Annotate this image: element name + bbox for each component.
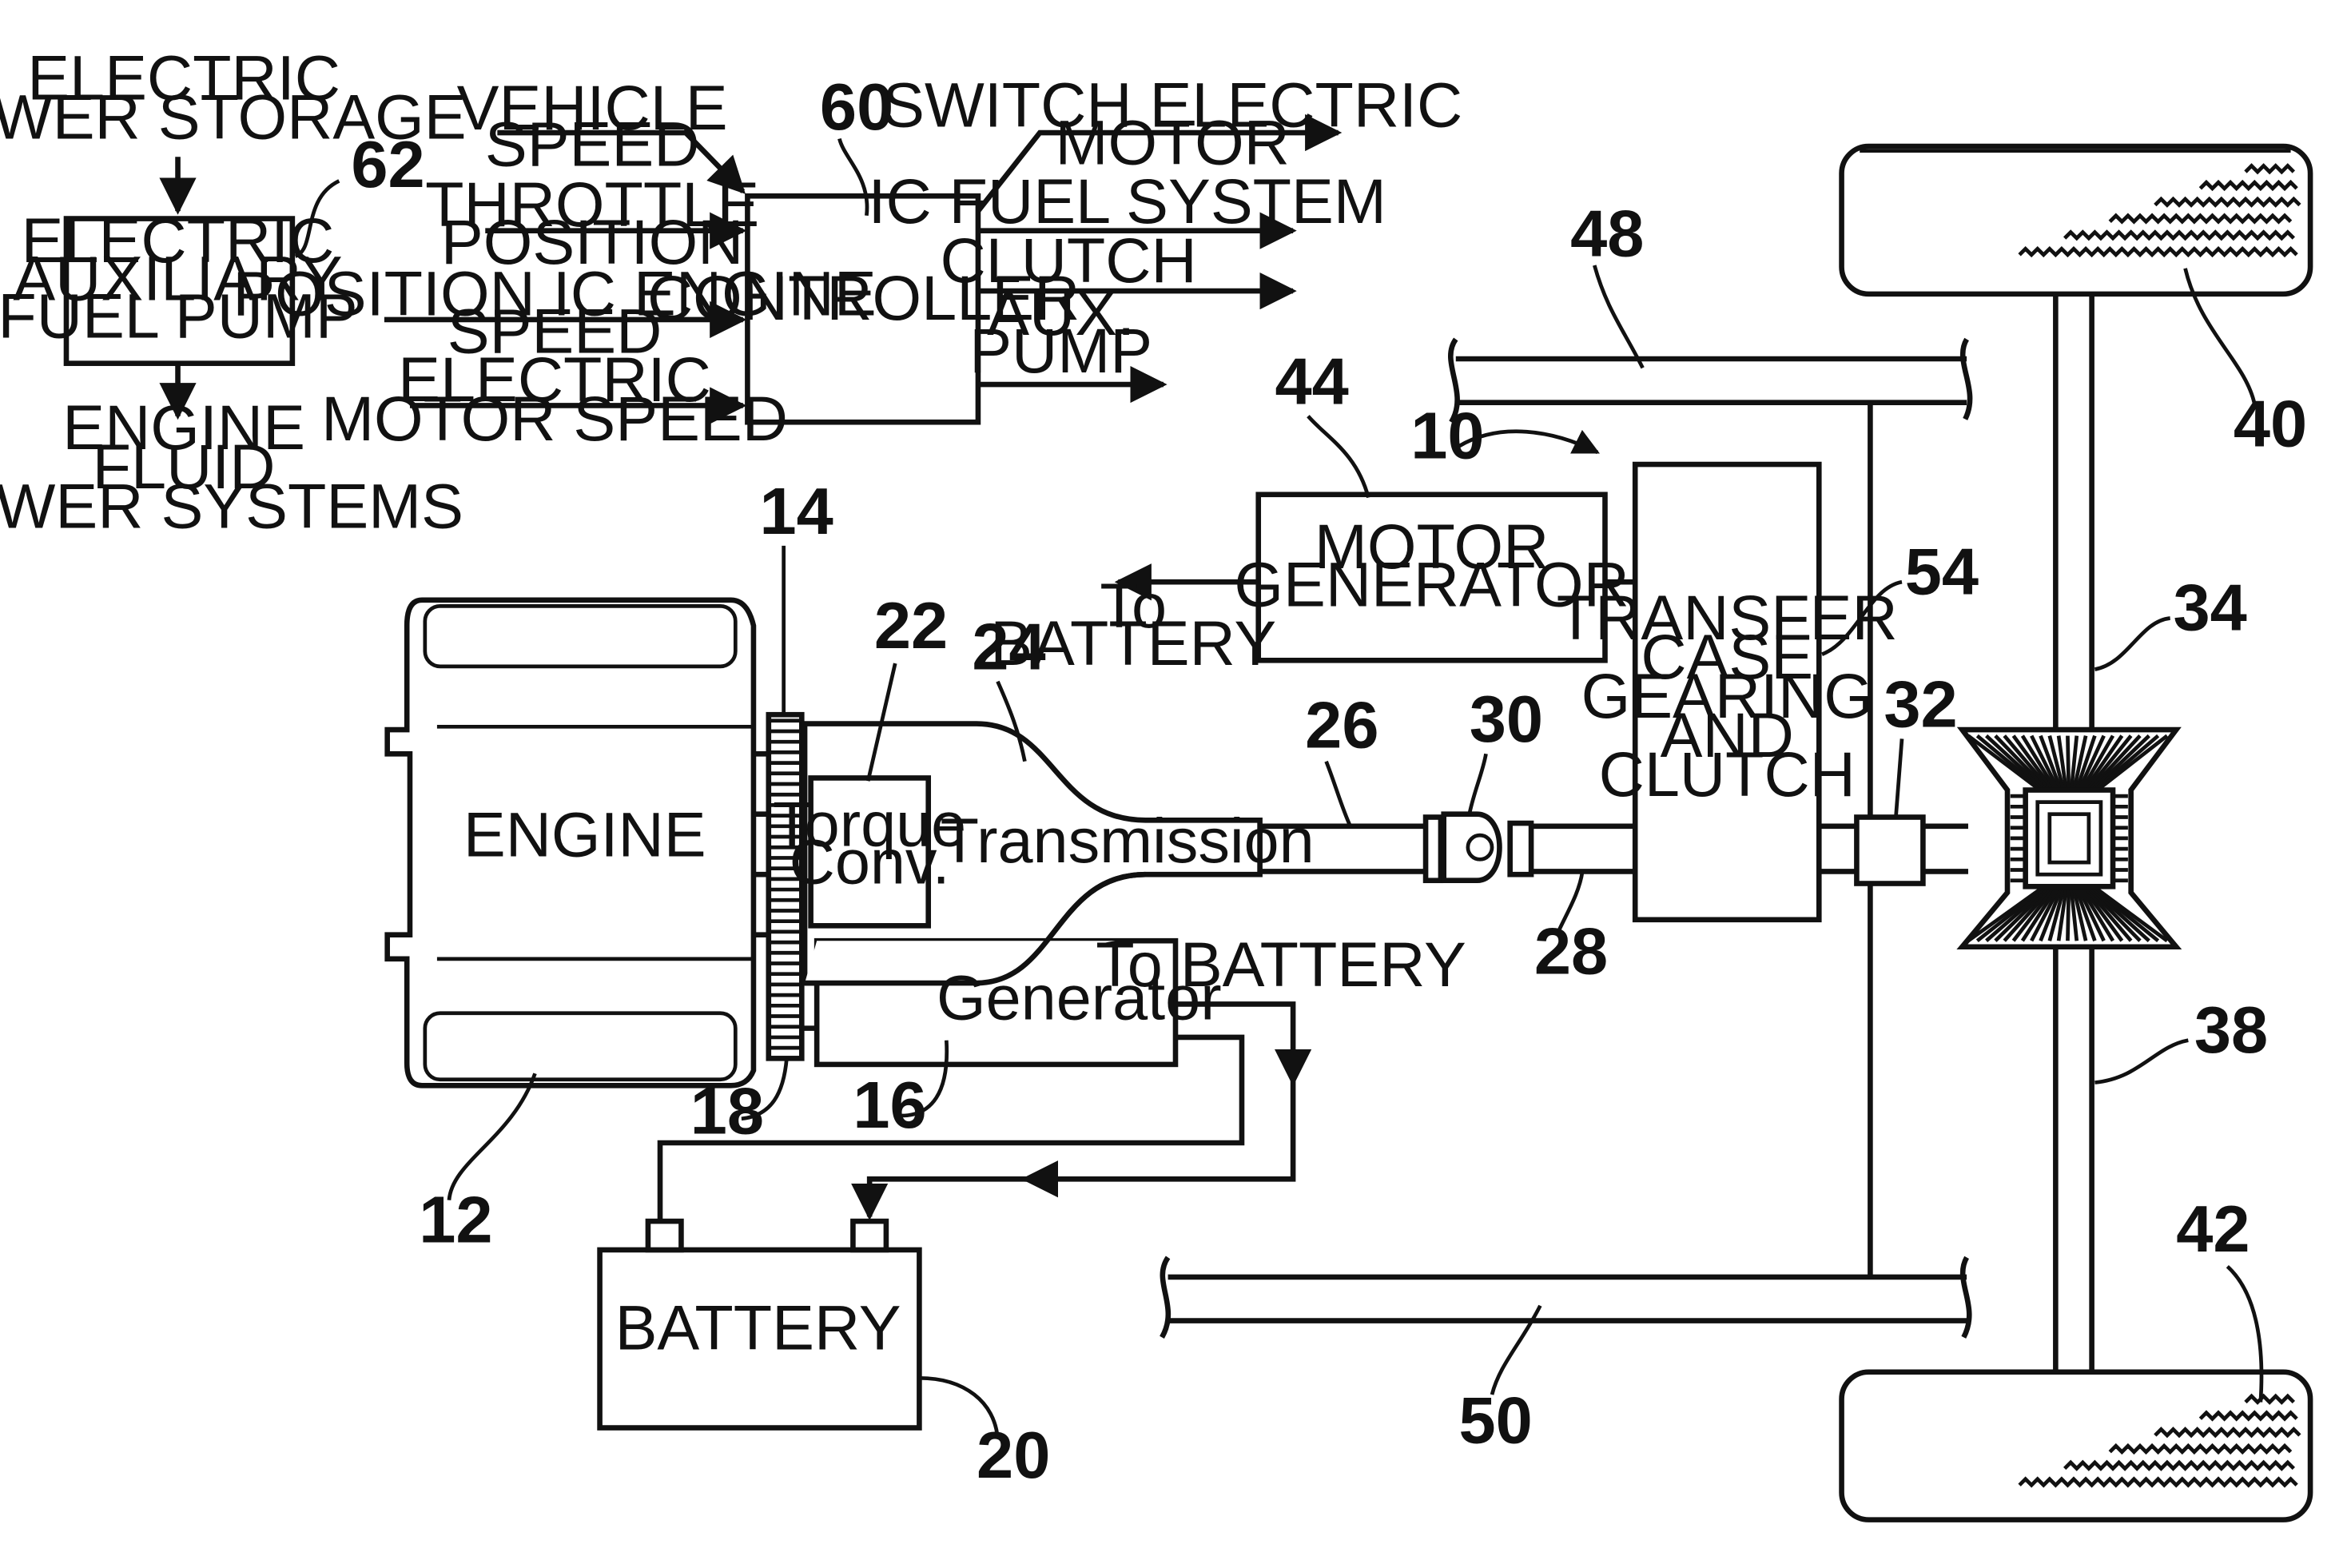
coupling-32 [1856, 818, 1923, 884]
transmission-label: Transmission [941, 805, 1315, 876]
ref-30: 30 [1470, 682, 1543, 756]
leader-32 [1896, 738, 1902, 817]
ref-62: 62 [351, 127, 424, 201]
electric-motor-speed-label-2: MOTOR SPEED [321, 383, 788, 454]
ref-48: 48 [1570, 197, 1644, 271]
ref-50: 50 [1459, 1383, 1533, 1457]
wheel-lower: 42 [1842, 1192, 2311, 1520]
leader-44 [1308, 416, 1368, 498]
leader-26 [1327, 762, 1351, 826]
ref-14: 14 [759, 474, 833, 548]
leader-30 [1470, 754, 1486, 814]
torque-conv-label-2: Conv. [790, 826, 950, 897]
engine-label: ENGINE [463, 799, 706, 870]
ref-42: 42 [2176, 1192, 2250, 1266]
ref-12: 12 [419, 1182, 492, 1256]
battery-terminal-pos [853, 1221, 885, 1250]
ref-18: 18 [690, 1074, 764, 1148]
engine-block: ENGINE 12 [388, 600, 754, 1257]
ring-gear-ray [2067, 886, 2068, 941]
ref-10: 10 [1410, 398, 1484, 472]
lower-rail-break-right [1963, 1257, 1969, 1337]
ring-gear-ray [2067, 736, 2068, 794]
battery-block: BATTERY 20 [600, 1221, 1051, 1492]
ref-22: 22 [874, 588, 948, 663]
upper-rail-break-right [1963, 339, 1970, 419]
leader-12 [449, 1073, 535, 1200]
engine-fluid-label-3: POWER SYSTEMS [0, 470, 463, 541]
ref-20: 20 [977, 1418, 1050, 1492]
ref-32: 32 [1884, 667, 1957, 741]
lower-rail-break-left [1162, 1257, 1168, 1337]
ref-16: 16 [853, 1068, 926, 1142]
ref-34: 34 [2173, 571, 2246, 645]
ref-54: 54 [1905, 534, 1979, 608]
ujoint-flange-left [1426, 818, 1441, 881]
gen-to-battery-label: To BATTERY [1096, 929, 1466, 1000]
battery-label: BATTERY [615, 1291, 901, 1363]
wheel-42 [1842, 1372, 2311, 1520]
ref-44: 44 [1275, 344, 1348, 419]
wheel-upper: 40 [1842, 146, 2311, 460]
ref-26: 26 [1305, 688, 1378, 762]
ujoint-flange-right [1510, 823, 1531, 874]
ref-24: 24 [972, 610, 1045, 684]
motor-generator-block: MOTOR GENERATOR To BATTERY 44 10 [990, 344, 1635, 679]
ref-28: 28 [1534, 914, 1608, 989]
ref-40: 40 [2234, 386, 2307, 460]
battery-terminal-neg [648, 1221, 681, 1250]
ref-38: 38 [2194, 993, 2268, 1067]
aux-pump-label-2: PUMP [969, 315, 1152, 386]
transfer-case-label-5: CLUTCH [1599, 738, 1856, 810]
leader-38 [2094, 1041, 2188, 1083]
leader-48 [1594, 265, 1642, 368]
leader-34 [2094, 618, 2170, 669]
